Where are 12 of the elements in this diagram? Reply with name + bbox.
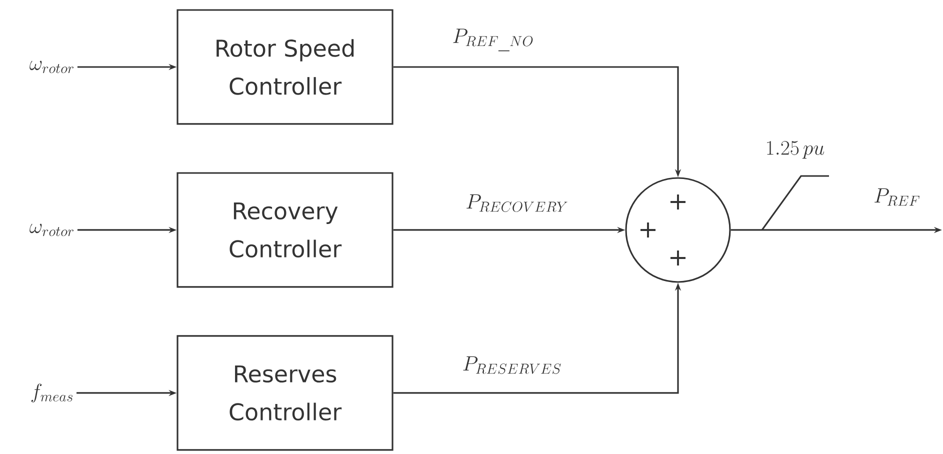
edge-label: $P_{REF}$ (874, 188, 920, 206)
edge-label: $P_{RECOVERY}$ (466, 194, 568, 212)
controller-box: Recovery Controller (176, 172, 394, 288)
edge-label: $P_{REF\_NO}$ (453, 28, 533, 52)
input-label: $\omega_{rotor}$ (30, 60, 74, 74)
controller-box: Rotor Speed Controller (176, 9, 394, 125)
input-label: $f_{meas}$ (31, 384, 72, 402)
controller-box: Reserves Controller (176, 335, 394, 451)
summing-junction: + + + (625, 177, 731, 283)
limit-label: $1.25\,pu$ (767, 140, 824, 159)
input-label: $\omega_{rotor}$ (30, 224, 74, 236)
edge-label: $P_{RESERVES}$ (463, 356, 561, 374)
